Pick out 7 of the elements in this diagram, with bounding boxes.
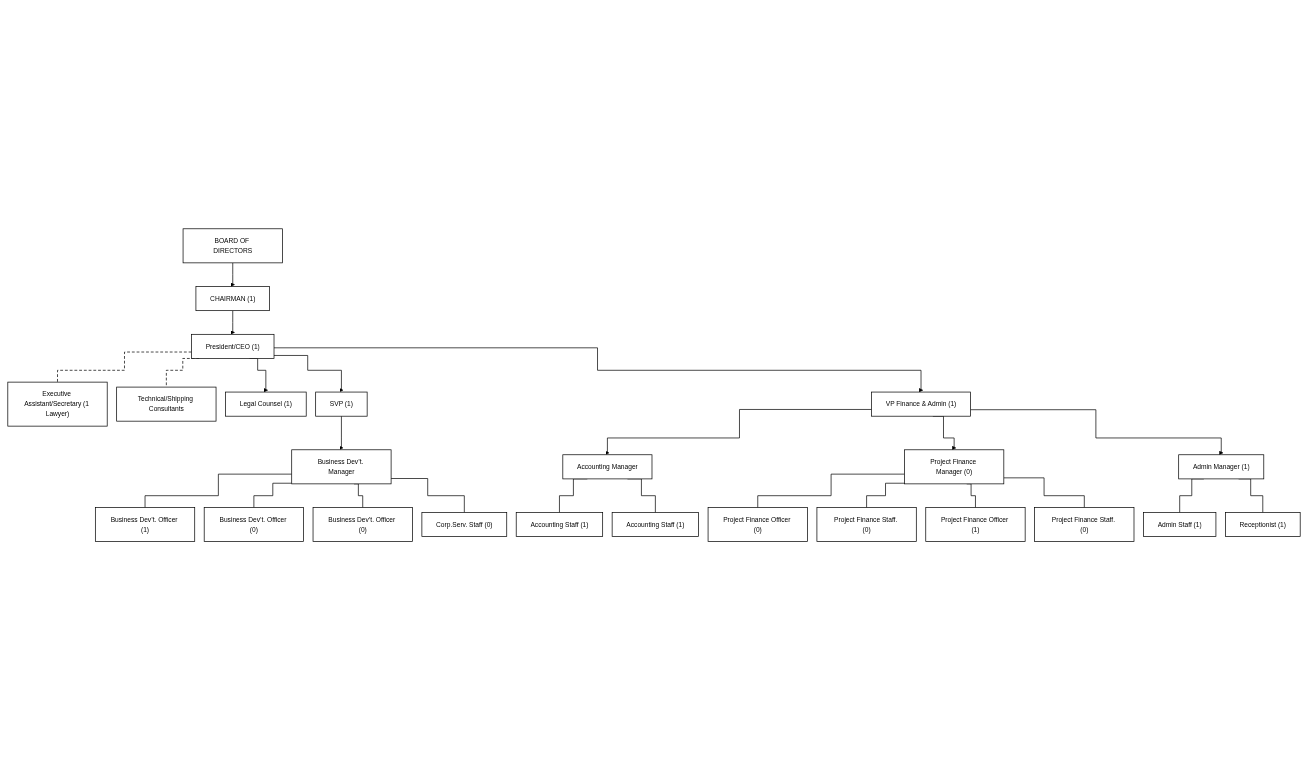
connector: [866, 483, 905, 509]
connector: [57, 351, 192, 383]
connector: [253, 483, 293, 509]
connector: [1003, 477, 1085, 509]
connector: [390, 478, 465, 514]
connector: [757, 474, 905, 509]
connector: [144, 474, 293, 509]
